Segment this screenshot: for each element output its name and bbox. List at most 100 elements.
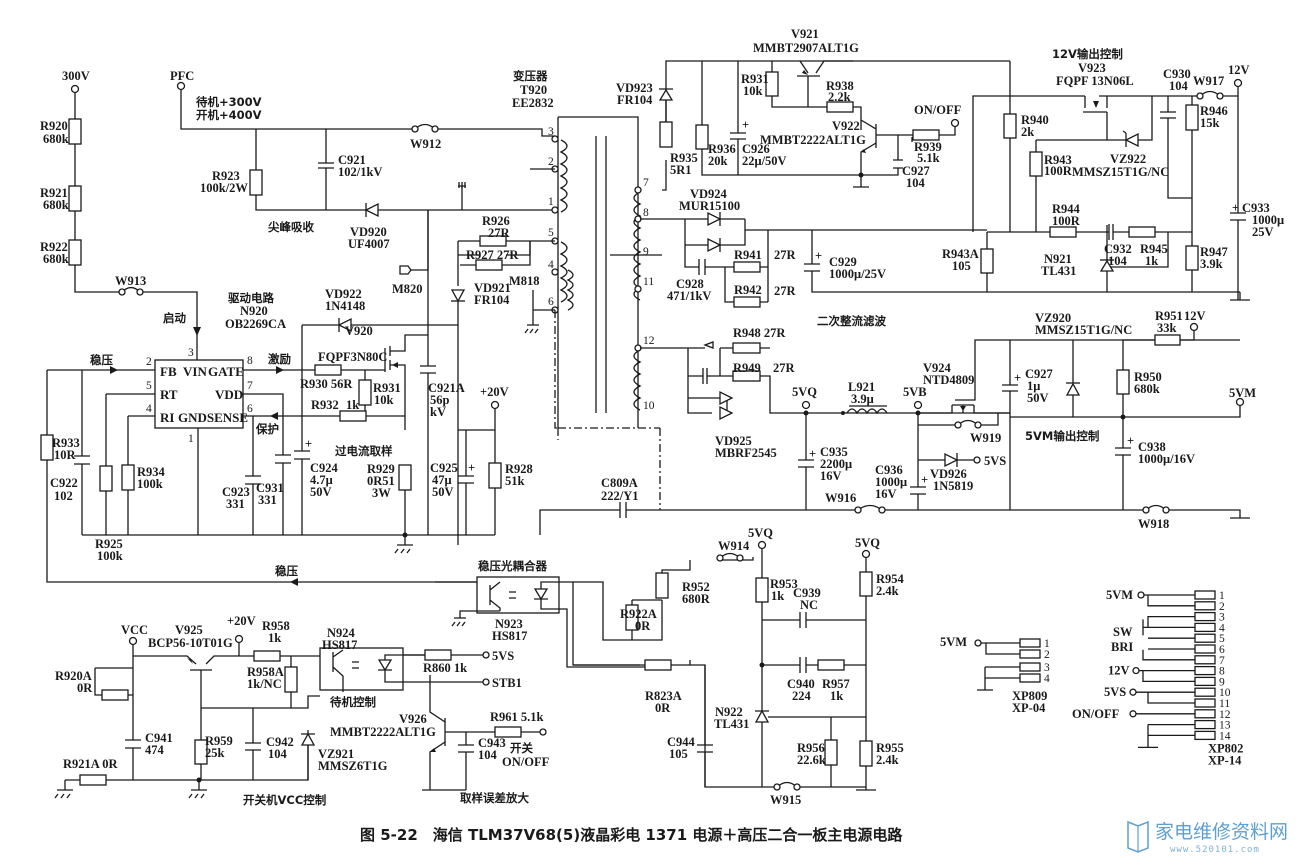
C930-plates [1160, 111, 1176, 119]
R957-ref: R957 [822, 677, 850, 691]
VD923-val: FR104 [617, 93, 653, 107]
regulate-feedback-arrow-icon [290, 578, 298, 586]
R931-body [358, 379, 372, 406]
pin-number: 2 [146, 356, 152, 368]
watermark-text: 家电维修资料网 [1155, 821, 1288, 843]
W916-pad-a [854, 506, 862, 514]
protect-arrow-icon [270, 412, 278, 420]
C921A-plates [420, 365, 436, 374]
xp802-pin-number: 7 [1219, 655, 1225, 667]
R932-val: 1k [346, 398, 359, 412]
net-5vs-standby-label: 5VS [492, 649, 514, 663]
VZ920-ref: VZ920 [1035, 311, 1071, 325]
transformer-label: 变压器 [513, 69, 548, 83]
R934-val: 100k [137, 477, 163, 491]
R954-body [859, 571, 873, 597]
N923-val: HS817 [492, 629, 527, 643]
VZ922-ref: VZ922 [1110, 152, 1146, 166]
pin-number: 8 [247, 355, 253, 367]
ground-test-icon [703, 341, 714, 349]
W913-ref: W913 [115, 274, 146, 288]
R943A-ref: R943A [942, 247, 979, 261]
R928-val: 51k [505, 474, 525, 488]
C942-val: 104 [268, 747, 288, 761]
L921-dot [841, 411, 845, 415]
V926-transistor-icon [430, 748, 436, 752]
net-20v-terminal [490, 400, 500, 410]
R943-val: 100R [1044, 164, 1073, 178]
R934-ref: R934 [137, 465, 166, 479]
xp809-5vm-terminal [974, 639, 982, 647]
ic-part: OB2269CA [225, 317, 286, 331]
R947-val: 3.9k [1200, 257, 1223, 271]
R926-body [479, 235, 507, 247]
W915-pad-a [773, 783, 781, 791]
net-5vm-label: 5VM [1229, 386, 1256, 400]
R951-body [1154, 334, 1181, 346]
R956-ref: R956 [797, 741, 825, 755]
xp802-5vm-terminal [1137, 591, 1145, 599]
startup-arrow-icon [193, 327, 201, 336]
net-20v-standby-label: +20V [227, 614, 256, 628]
R922A-ref: R922A [620, 607, 657, 621]
R921A-ref: R921A 0R [63, 757, 118, 771]
C926-polarity: + [742, 118, 749, 132]
C922-val: 102 [54, 489, 73, 503]
VD921-diode-icon [450, 289, 466, 303]
pin-label: 8 [643, 207, 649, 219]
R948-ref: R948 27R [733, 326, 786, 340]
xp802-pin [1194, 676, 1216, 687]
W915-ref: W915 [770, 793, 801, 807]
VD924-diode-a-icon [707, 211, 722, 227]
xp809-ref: XP809 [1012, 689, 1047, 703]
excite-arrow-icon [276, 366, 284, 374]
VZ921-val: MMSZ6T1G [318, 759, 388, 773]
VD926-diode-icon [944, 452, 959, 468]
pin-number: 6 [247, 403, 253, 415]
W918-pad-a [1142, 506, 1150, 514]
C933-ref: C933 [1242, 201, 1270, 215]
R931b-val: 10k [743, 84, 763, 98]
VD920-ref: VD920 [350, 225, 387, 239]
R923-body [249, 169, 263, 196]
connector-XP802: 12345678910111213145VMSWBRI12V5VSON/OFFX… [1072, 588, 1243, 767]
net-stb1-label: STB1 [492, 676, 522, 690]
ic-N920: 驱动电路 N920 OB2269CA FB VIN GATE RT VDD RI… [40, 210, 660, 586]
R948-body [732, 342, 761, 354]
N922-ref: N922 [715, 705, 743, 719]
C936-plates [910, 486, 926, 495]
net-5vs-terminal [973, 456, 981, 464]
R961-body [494, 726, 522, 738]
xp802-bri-label: BRI [1111, 640, 1133, 654]
net-5vb-label: 5VB [903, 385, 927, 399]
R951-ref: R951 [1155, 309, 1183, 323]
C935-val: 2200μ [820, 457, 852, 471]
R938-val: 2.2k [828, 90, 851, 104]
R933-body [40, 434, 54, 461]
xp802-pin-number: 2 [1219, 601, 1225, 613]
R939-val: 5.1k [917, 151, 940, 165]
regulate-arrow-icon [110, 366, 118, 374]
R920-ref: R920 [40, 119, 68, 133]
C924-ref: C924 [310, 461, 339, 475]
R941-ref: R941 [734, 248, 762, 262]
V924-mosfet-icon [960, 406, 966, 411]
C926-ref: C926 [742, 142, 770, 156]
xp802-pin [1194, 687, 1216, 697]
VD921-val: FR104 [474, 293, 510, 307]
VD924-val: MUR15100 [679, 199, 740, 213]
R925-val: 100k [97, 549, 123, 563]
T920-pin1 [551, 206, 559, 214]
R952-ref: R952 [682, 580, 710, 594]
VD922-val: 1N4148 [325, 299, 365, 313]
R955-ref: R955 [876, 741, 904, 755]
R823A-ref: R823A [645, 689, 682, 703]
C809A-ref: C809A [601, 476, 638, 490]
C938-polarity: + [1127, 434, 1134, 448]
ic-pin-rt: RT [160, 387, 178, 402]
C925-plates [458, 475, 474, 484]
C924-voltage: 50V [310, 485, 332, 499]
N921-ref: N921 [1044, 252, 1072, 266]
C940-plates [799, 657, 807, 673]
xp802-wire [1142, 615, 1195, 636]
